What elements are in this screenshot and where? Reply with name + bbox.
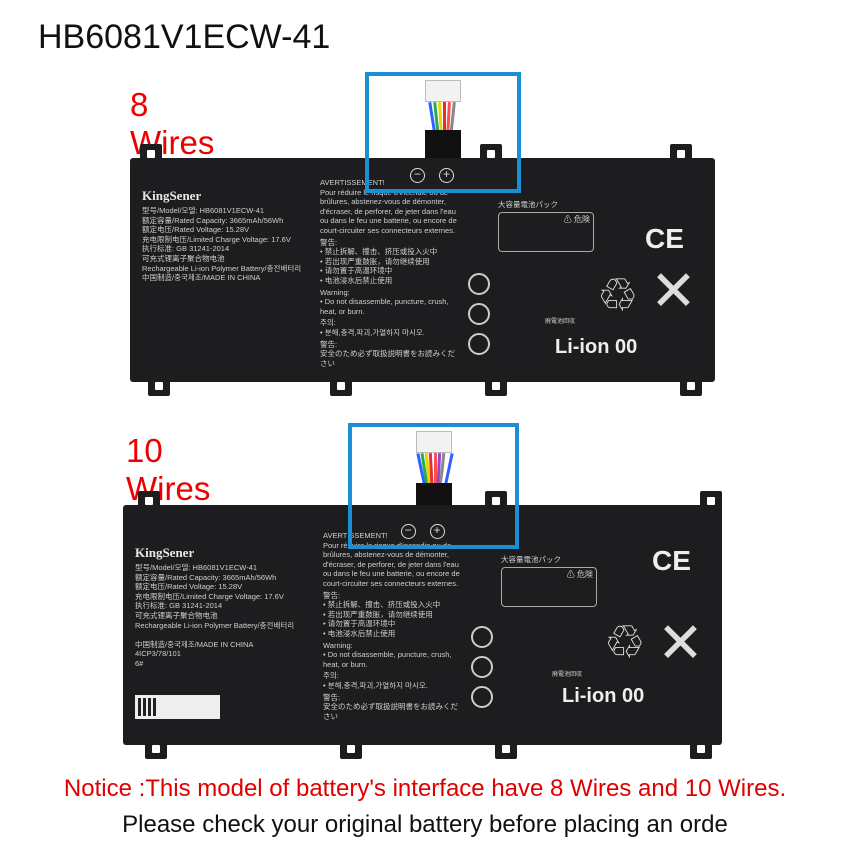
wire: [443, 102, 446, 137]
connector-highlight-box: [365, 72, 521, 193]
notice-line-1: Notice :This model of battery's interfac…: [63, 775, 787, 802]
li-ion-label: Li-ion 00: [562, 685, 645, 707]
prohibition-icon: [471, 626, 493, 648]
spec-line: Rechargeable Li-ion Polymer Battery/충전배터…: [142, 263, 302, 273]
cable-wrap: [425, 130, 461, 158]
crossed-bin-icon: ✕: [650, 259, 697, 322]
positive-terminal-icon: +: [429, 524, 445, 539]
wire-connector: [415, 431, 452, 453]
wire-connector: [425, 80, 461, 102]
prohibition-icon: [468, 303, 490, 325]
spec-line: 型号/Model/모델: HB6081V1ECW-41: [142, 206, 265, 215]
spec-line: [135, 630, 294, 640]
warning-text: AVERTISSEMENT! Pour réduire le risque d'…: [323, 531, 460, 721]
spec-line: 执行标准: GB 31241-2014: [135, 601, 223, 611]
prohibition-icon: [468, 333, 490, 355]
recycle-icon: ♲: [604, 616, 646, 668]
negative-terminal-icon: −: [410, 168, 425, 183]
cable-wrap: [415, 483, 452, 505]
warning-text: AVERTISSEMENT! Pour réduire le risque d'…: [320, 178, 457, 368]
spec-line: 4ICP3/78/101: [135, 649, 181, 659]
spec-line: 额定电压/Rated Voltage: 15.28V: [142, 225, 250, 235]
ce-mark: CE: [645, 223, 684, 254]
li-ion-label: Li-ion 00: [555, 336, 638, 358]
wire: [433, 453, 437, 498]
spec-line: 中国制造/중국제조/MADE IN CHINA: [142, 273, 261, 283]
spec-line: 额定容量/Rated Capacity: 3665mAh/56Wh: [142, 215, 284, 225]
spec-line: 执行标准: GB 31241-2014: [142, 244, 230, 254]
crossed-bin-icon: ✕: [657, 611, 704, 674]
recycle-jp-label: 廃電池回収: [552, 672, 583, 678]
prohibition-icon: [471, 656, 493, 678]
prohibition-icon: [471, 686, 493, 708]
jp-header: 大容量電池パック: [501, 555, 561, 564]
spec-line: 充电限制电压/Limited Charge Voltage: 17.6V: [135, 591, 284, 601]
spec-line: 6#: [135, 658, 144, 668]
spec-line: 充电限制电压/Limited Charge Voltage: 17.6V: [142, 234, 291, 244]
spec-line: 额定电压/Rated Voltage: 15.28V: [135, 582, 243, 592]
brand-logo: KingSener: [135, 545, 195, 560]
spec-line: 中国制造/중국제조/MADE IN CHINA: [135, 639, 254, 649]
notice-line-2: Please check your original battery befor…: [122, 811, 728, 838]
spec-line: 可充式锂离子聚合物电池: [135, 610, 218, 620]
brand-logo: KingSener: [142, 188, 202, 203]
ce-mark: CE: [652, 545, 691, 576]
recycle-jp-label: 廃電池回収: [545, 319, 576, 325]
qr-sticker: [135, 695, 220, 719]
jp-header: 大容量電池パック: [498, 200, 558, 209]
positive-terminal-icon: +: [439, 168, 454, 183]
spec-line: Rechargeable Li-ion Polymer Battery/충전배터…: [135, 620, 295, 630]
spec-line: 型号/Model/모델: HB6081V1ECW-41: [135, 563, 258, 572]
negative-terminal-icon: −: [400, 524, 416, 539]
connector-highlight-box: [348, 423, 519, 549]
jp-warning-box: ⚠ 危険: [498, 212, 594, 252]
recycle-icon: ♲: [597, 269, 639, 321]
spec-line: 可充式锂离子聚合物电池: [142, 253, 225, 263]
prohibition-icon: [468, 273, 490, 295]
qr-code-icon: [138, 698, 156, 716]
jp-warning-box: ⚠ 危険: [501, 567, 597, 607]
spec-line: 额定容量/Rated Capacity: 3665mAh/56Wh: [135, 572, 277, 582]
product-title: HB6081V1ECW-41: [38, 18, 331, 56]
